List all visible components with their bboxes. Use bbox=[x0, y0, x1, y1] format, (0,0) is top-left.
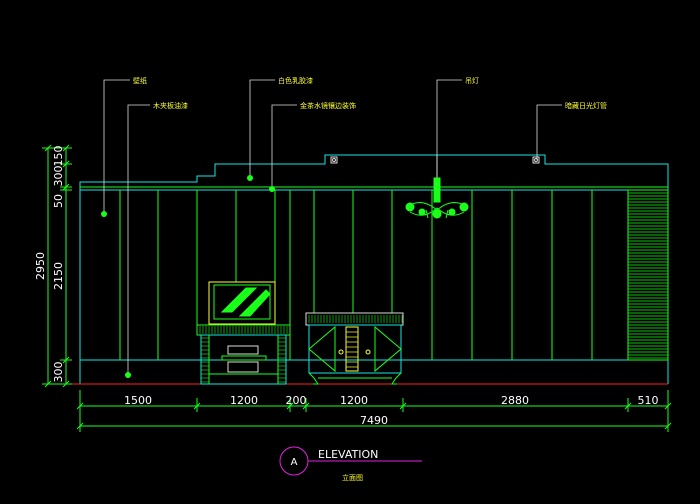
drawing-title: A ELEVATION 立面图 bbox=[279, 446, 422, 482]
tv-cabinet-body bbox=[200, 334, 287, 385]
cabinet-door-right bbox=[374, 325, 402, 373]
ceiling-profile bbox=[79, 154, 669, 190]
callout-concealed-light: 暗藏日光灯管 bbox=[565, 101, 607, 110]
callout-mirror-trim: 金茶水镜镶边装饰 bbox=[300, 101, 356, 110]
tv-glare-1 bbox=[220, 287, 258, 313]
louvered-panel bbox=[627, 189, 669, 361]
dim-bottom-1200-a: 1200 bbox=[230, 394, 258, 407]
concealed-light-fixtures bbox=[330, 156, 540, 164]
dim-left-2150: 2150 bbox=[52, 262, 65, 290]
callout-leaders bbox=[103, 79, 562, 375]
callout-white-latex-paint: 白色乳胶漆 bbox=[278, 76, 313, 85]
bottom-dimension-labels: 1500 1200 200 1200 2880 510 7490 bbox=[124, 394, 659, 427]
left-dimension-lines bbox=[42, 144, 72, 388]
left-dimension-labels: 150 300 50 2150 300 2950 bbox=[34, 146, 65, 383]
title-sub: 立面图 bbox=[342, 473, 363, 482]
callout-wood-veneer: 木夹板油漆 bbox=[153, 101, 188, 110]
dim-left-300-bottom: 300 bbox=[52, 362, 65, 383]
cabinet-leg-left bbox=[308, 372, 319, 385]
cabinet-leg-right bbox=[391, 372, 402, 385]
callout-labels: 壁纸 木夹板油漆 白色乳胶漆 金茶水镜镶边装饰 吊灯 暗藏日光灯管 bbox=[133, 76, 607, 110]
dim-left-total: 2950 bbox=[34, 252, 47, 280]
cabinet-drawer-stack bbox=[345, 326, 359, 372]
display-cabinet bbox=[305, 312, 404, 385]
dim-bottom-200: 200 bbox=[286, 394, 307, 407]
callout-wallpaper: 壁纸 bbox=[133, 76, 147, 85]
title-label: ELEVATION bbox=[318, 448, 378, 461]
tv-cabinet bbox=[196, 281, 291, 385]
cabinet-door-left bbox=[308, 325, 336, 373]
dim-bottom-2880: 2880 bbox=[501, 394, 529, 407]
wall-structure bbox=[79, 154, 669, 384]
chandelier bbox=[405, 155, 469, 219]
av-device-2 bbox=[227, 361, 259, 373]
wall-panels bbox=[119, 190, 593, 360]
dim-left-300: 300 bbox=[52, 166, 65, 187]
tv-glare-2 bbox=[238, 289, 271, 317]
callout-dots bbox=[101, 175, 275, 378]
dim-bottom-total: 7490 bbox=[360, 414, 388, 427]
tv-screen bbox=[213, 284, 271, 320]
tv-frame bbox=[208, 281, 276, 325]
bottom-dimension-lines bbox=[76, 390, 672, 432]
callout-chandelier: 吊灯 bbox=[465, 76, 479, 85]
dim-bottom-1500: 1500 bbox=[124, 394, 152, 407]
dim-left-50: 50 bbox=[52, 194, 65, 208]
dim-bottom-510: 510 bbox=[638, 394, 659, 407]
tv-cabinet-top bbox=[196, 324, 291, 336]
dim-bottom-1200-b: 1200 bbox=[340, 394, 368, 407]
dim-left-150: 150 bbox=[52, 146, 65, 167]
av-device-1 bbox=[227, 345, 259, 355]
title-marker-letter: A bbox=[291, 457, 298, 468]
cabinet-top bbox=[305, 312, 404, 326]
